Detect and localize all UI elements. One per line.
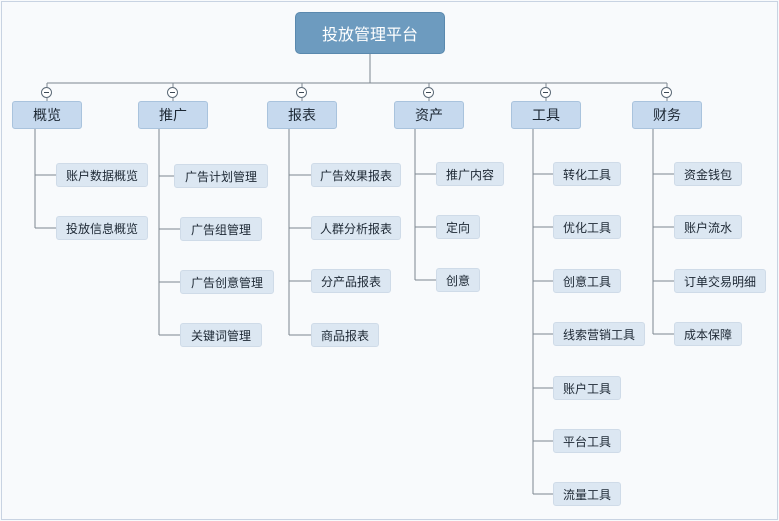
root-node[interactable]: 投放管理平台 [295,12,445,54]
leaf-node[interactable]: 优化工具 [553,215,621,239]
leaf-node[interactable]: 广告组管理 [180,217,262,241]
leaf-node[interactable]: 账户数据概览 [56,163,148,187]
leaf-node[interactable]: 投放信息概览 [56,216,148,240]
leaf-node[interactable]: 广告计划管理 [174,164,268,188]
collapse-toggle-icon[interactable] [41,87,52,98]
leaf-node[interactable]: 订单交易明细 [674,269,766,293]
leaf-node[interactable]: 商品报表 [311,323,379,347]
collapse-toggle-icon[interactable] [661,87,672,98]
leaf-node[interactable]: 定向 [436,215,480,239]
leaf-node[interactable]: 广告效果报表 [311,163,401,187]
category-reports[interactable]: 报表 [267,101,337,129]
leaf-node[interactable]: 创意 [436,268,480,292]
leaf-node[interactable]: 账户工具 [553,376,621,400]
category-finance[interactable]: 财务 [632,101,702,129]
collapse-toggle-icon[interactable] [423,87,434,98]
leaf-node[interactable]: 转化工具 [553,162,621,186]
category-tools[interactable]: 工具 [511,101,581,129]
leaf-node[interactable]: 广告创意管理 [180,270,274,294]
leaf-node[interactable]: 创意工具 [553,269,621,293]
leaf-node[interactable]: 成本保障 [674,322,742,346]
category-promotion[interactable]: 推广 [138,101,208,129]
leaf-node[interactable]: 线索营销工具 [553,322,645,346]
collapse-toggle-icon[interactable] [167,87,178,98]
category-overview[interactable]: 概览 [12,101,82,129]
leaf-node[interactable]: 推广内容 [436,162,504,186]
category-assets[interactable]: 资产 [394,101,464,129]
leaf-node[interactable]: 资金钱包 [674,162,742,186]
leaf-node[interactable]: 人群分析报表 [311,216,401,240]
leaf-node[interactable]: 账户流水 [674,215,742,239]
leaf-node[interactable]: 分产品报表 [311,269,391,293]
collapse-toggle-icon[interactable] [540,87,551,98]
leaf-node[interactable]: 流量工具 [553,482,621,506]
collapse-toggle-icon[interactable] [296,87,307,98]
leaf-node[interactable]: 平台工具 [553,429,621,453]
leaf-node[interactable]: 关键词管理 [180,323,262,347]
